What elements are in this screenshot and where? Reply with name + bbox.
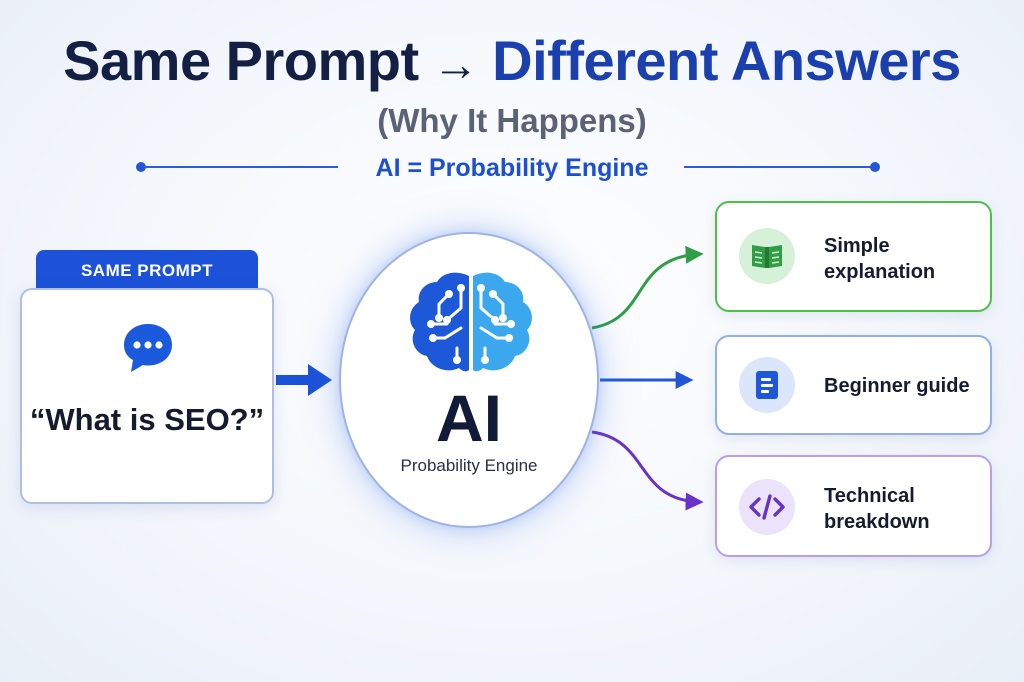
page-title: Same Prompt→Different Answers <box>0 26 1024 99</box>
code-icon <box>749 494 785 520</box>
divider-dot-left <box>136 162 146 172</box>
brain-circuit-icon <box>410 272 532 372</box>
output-card-beginner: Beginner guide <box>715 335 992 435</box>
output-label-simple: Simple explanation <box>824 235 936 283</box>
connector-green <box>591 245 704 330</box>
prompt-card: “What is SEO?” <box>20 288 274 504</box>
arrow-right-icon <box>276 364 332 396</box>
ai-sublabel: Probability Engine <box>400 456 538 475</box>
ai-engine-circle: AI Probability Engine <box>339 232 599 528</box>
title-left: Same Prompt <box>63 29 419 92</box>
tagline: AI = Probability Engine <box>375 154 649 182</box>
page-subtitle: (Why It Happens) <box>377 102 647 139</box>
title-right: Different Answers <box>492 29 961 92</box>
output-label-technical: Technical breakdown <box>824 485 930 533</box>
connector-purple <box>591 430 704 511</box>
output-label-beginner: Beginner guide <box>824 375 970 397</box>
document-icon-badge <box>739 357 795 413</box>
chat-bubble-icon <box>124 324 172 372</box>
output-card-technical: Technical breakdown <box>715 455 992 557</box>
divider-line-right <box>684 166 872 168</box>
prompt-tab: SAME PROMPT <box>36 250 258 292</box>
document-icon <box>756 371 778 399</box>
prompt-text: “What is SEO?” <box>29 402 265 437</box>
book-icon-badge <box>739 228 795 284</box>
divider-dot-right <box>870 162 880 172</box>
title-arrow-icon: → <box>432 38 479 90</box>
output-card-simple: Simple explanation <box>715 201 992 312</box>
divider-line-left <box>144 166 338 168</box>
book-icon <box>752 245 782 268</box>
ai-label: AI <box>436 381 502 455</box>
code-icon-badge <box>739 479 795 535</box>
